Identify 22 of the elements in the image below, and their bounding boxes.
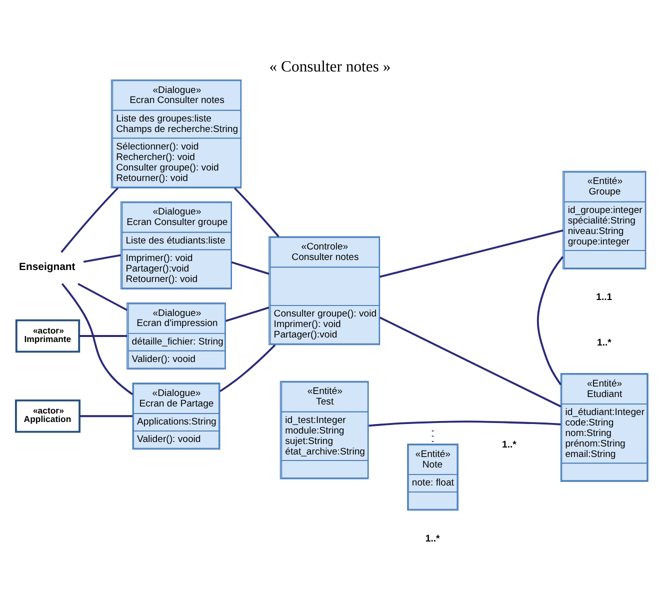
connector [226,306,270,322]
node-box: «actor» Imprimante [15,318,80,352]
node-box: «actor» Application [15,399,80,432]
node-text: Enseignant [19,261,76,272]
connector [61,282,134,395]
label: 1..* [425,532,440,544]
label: 1..1 [596,292,612,303]
label: 1..* [502,438,516,450]
connector [379,316,562,407]
connector [380,228,564,278]
connector [536,256,564,385]
connector [60,186,119,252]
connector [78,282,128,310]
connector [83,254,121,262]
connector [231,260,270,274]
connector [80,414,132,417]
connector [368,420,561,426]
connector [79,334,127,336]
connector [220,344,276,392]
connector [234,186,280,237]
diagram-title: « Consulter notes » [269,58,391,76]
label: 1..* [597,336,612,348]
